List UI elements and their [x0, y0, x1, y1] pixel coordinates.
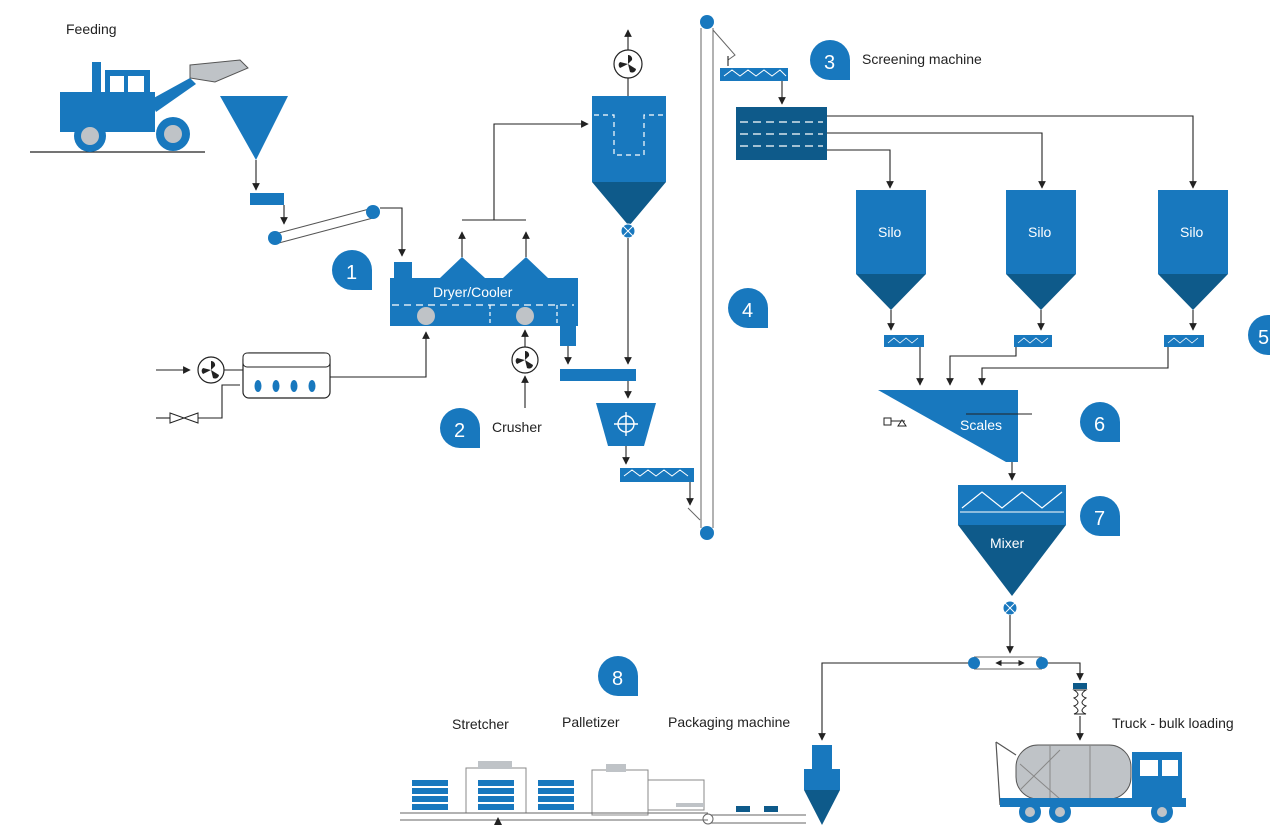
- palletizer-label: Palletizer: [562, 714, 620, 730]
- silo-3: [1158, 190, 1228, 310]
- svg-text:6: 6: [1094, 414, 1105, 436]
- feeder: [250, 193, 284, 205]
- screening-machine: [736, 107, 827, 160]
- wheel-loader-icon: [30, 59, 249, 153]
- svg-text:8: 8: [612, 668, 623, 690]
- silo-1-label: Silo: [878, 224, 902, 240]
- step-3-badge: 3: [810, 40, 850, 80]
- screw-conveyor-1: [620, 468, 694, 482]
- dryer-cooler: [390, 257, 578, 346]
- dust-filter: [592, 96, 666, 239]
- filter-fan-icon: [613, 29, 643, 96]
- palletizer: [591, 764, 705, 816]
- silo-3-label: Silo: [1180, 224, 1204, 240]
- step-4-badge: 4: [728, 288, 768, 328]
- screening-label: Screening machine: [862, 51, 982, 67]
- pallet-stacks: [400, 780, 708, 825]
- truck-label: Truck - bulk loading: [1112, 715, 1234, 731]
- silo-dosing-screws: [884, 335, 1204, 347]
- step-6-badge: 6: [1080, 402, 1120, 442]
- bag-conveyor: [702, 806, 806, 825]
- crusher: [596, 403, 656, 446]
- packaging-machine: [804, 745, 840, 825]
- silo-2-label: Silo: [1028, 224, 1052, 240]
- scales: [878, 390, 1032, 462]
- crusher-fan-icon: [511, 329, 539, 408]
- bucket-elevator: [687, 15, 736, 540]
- feed-hopper: [220, 96, 288, 160]
- crusher-conveyor: [560, 369, 636, 381]
- mixer: [958, 485, 1066, 616]
- svg-text:2: 2: [454, 420, 465, 442]
- svg-text:4: 4: [742, 300, 753, 322]
- inclined-conveyor: [268, 205, 380, 245]
- crusher-label: Crusher: [492, 419, 542, 435]
- scales-label: Scales: [960, 417, 1002, 433]
- step-8-badge: 8: [598, 656, 638, 696]
- dryer-label: Dryer/Cooler: [433, 284, 513, 300]
- burner: [156, 331, 430, 424]
- silo-1: [856, 190, 926, 310]
- stretcher-label: Stretcher: [452, 716, 509, 732]
- loading-spout: [1072, 683, 1088, 715]
- svg-text:1: 1: [346, 262, 357, 284]
- step-1-badge: 1: [332, 250, 372, 290]
- svg-text:3: 3: [824, 52, 835, 74]
- silo-2: [1006, 190, 1076, 310]
- step-7-badge: 7: [1080, 496, 1120, 536]
- svg-text:7: 7: [1094, 508, 1105, 530]
- svg-text:5: 5: [1258, 327, 1269, 349]
- step-2-badge: 2: [440, 408, 480, 448]
- screw-conveyor-2: [720, 68, 788, 81]
- bulk-truck-icon: [995, 741, 1186, 823]
- packaging-label: Packaging machine: [668, 714, 790, 730]
- step-5-badge: 5: [1248, 315, 1270, 355]
- reversible-conveyor: [968, 656, 1048, 670]
- feeding-label: Feeding: [66, 21, 117, 37]
- mixer-label: Mixer: [990, 535, 1025, 551]
